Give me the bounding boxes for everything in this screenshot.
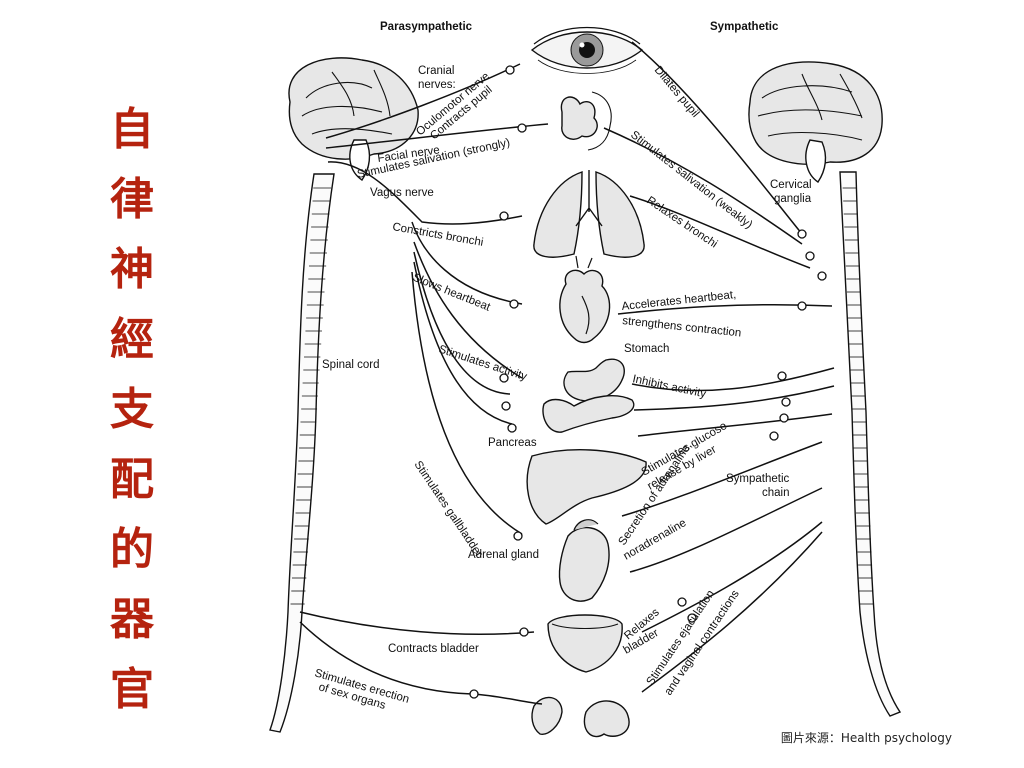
liver [526, 449, 647, 525]
sex-organs [531, 696, 630, 738]
title-char: 配 [110, 454, 154, 505]
adrenal-gland-kidney [558, 519, 610, 602]
right-spinal-cord [839, 171, 902, 717]
left-spine-segments [290, 187, 332, 605]
left-spinal-cord [269, 173, 335, 733]
label-dilates-pupil: Dilates pupil [652, 64, 701, 120]
label-relaxes-bronchi: Relaxes bronchi [644, 195, 719, 251]
label-cervical-ganglia-1: Cervical [770, 179, 812, 191]
heart [559, 255, 611, 344]
label-cranial-nerves-2: nerves: [418, 79, 456, 91]
label-stomach: Stomach [624, 343, 669, 355]
title-char: 官 [110, 664, 154, 715]
label-cervical-ganglia-2: ganglia [774, 193, 812, 205]
sympathetic-pathways [603, 41, 835, 693]
eye [530, 26, 644, 74]
label-sympathetic-chain-2: chain [762, 487, 790, 499]
right-spine-segments [842, 187, 874, 605]
left-brain [288, 57, 419, 181]
label-accelerates-heartbeat-1: Accelerates heartbeat, [621, 289, 737, 313]
bladder [547, 614, 623, 673]
label-accelerates-heartbeat-2: strengthens contraction [622, 315, 742, 339]
label-stimulates-salivation-weakly: Stimulates salivation (weakly) [628, 129, 754, 231]
label-stimulates-gallbladder: Stimulates gallbladder [412, 459, 485, 560]
title-char: 器 [110, 594, 154, 645]
label-adrenal-gland: Adrenal gland [468, 549, 539, 561]
salivary-glands [560, 91, 612, 151]
image-credit: 圖片來源：Health psychology [780, 731, 952, 745]
header-sympathetic: Sympathetic [710, 21, 779, 33]
title-char: 的 [110, 524, 154, 575]
stomach [563, 358, 625, 402]
label-cranial-nerves-1: Cranial [418, 65, 454, 77]
label-vagus-nerve: Vagus nerve [370, 187, 434, 199]
title-char: 律 [110, 174, 154, 225]
right-brain [748, 61, 883, 183]
label-spinal-cord: Spinal cord [322, 359, 380, 371]
slide-title: 自 律 神 經 支 配 的 器 官 [96, 95, 168, 725]
label-pancreas: Pancreas [488, 437, 537, 449]
title-char: 神 [110, 244, 154, 295]
parasympathetic-pathways [299, 63, 549, 705]
label-inhibits-activity: Inhibits activity [631, 373, 707, 400]
title-char: 經 [110, 314, 154, 365]
label-contracts-bladder: Contracts bladder [388, 643, 479, 655]
title-char: 自 [110, 104, 154, 155]
title-char: 支 [110, 384, 154, 435]
autonomic-nervous-system-diagram: Parasympathetic Sympathetic Cranial nerv… [269, 21, 902, 738]
label-sympathetic-chain-1: Sympathetic [726, 473, 790, 485]
label-constricts-bronchi: Constricts bronchi [391, 221, 484, 249]
pancreas [542, 395, 635, 433]
header-parasympathetic: Parasympathetic [380, 21, 473, 33]
lungs [533, 170, 645, 258]
ganglion-markers [469, 65, 827, 699]
